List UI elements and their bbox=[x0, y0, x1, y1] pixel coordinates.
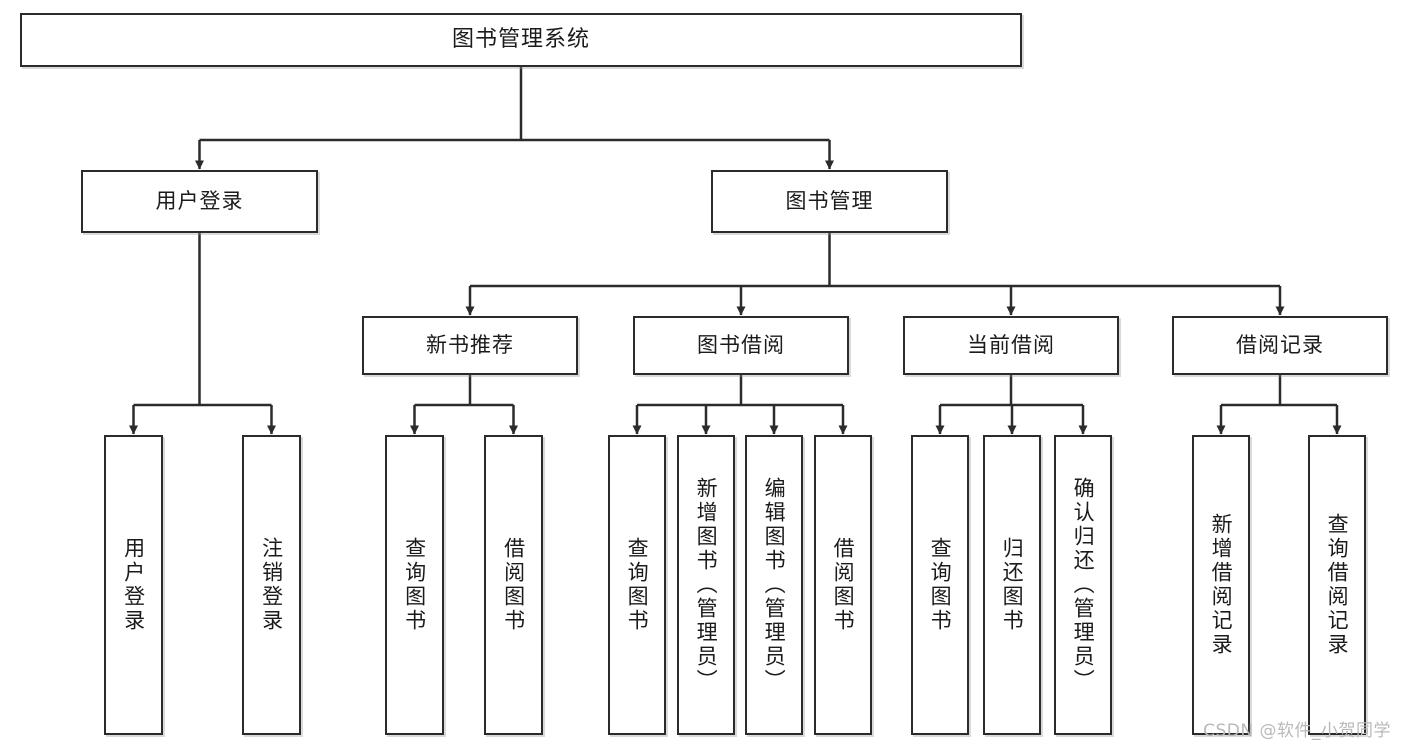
node-leaf-borrow-book-2[interactable]: 借阅图书 bbox=[814, 435, 872, 735]
node-leaf-user-login[interactable]: 用户登录 bbox=[104, 435, 163, 735]
node-label: 编辑图书（管理员） bbox=[762, 477, 787, 693]
node-label: 借阅图书 bbox=[501, 537, 526, 633]
node-label: 用户登录 bbox=[121, 537, 146, 633]
node-label: 用户登录 bbox=[155, 189, 244, 214]
node-user-login[interactable]: 用户登录 bbox=[81, 170, 318, 233]
node-label: 借阅记录 bbox=[1236, 333, 1324, 358]
watermark-text: CSDN @软件_小贺同学 bbox=[1203, 721, 1391, 741]
node-label: 归还图书 bbox=[1000, 537, 1025, 633]
edge-group bbox=[129, 67, 1342, 435]
node-label: 新增借阅记录 bbox=[1209, 513, 1234, 657]
node-leaf-confirm-return[interactable]: 确认归还（管理员） bbox=[1054, 435, 1112, 735]
node-label: 当前借阅 bbox=[967, 333, 1055, 358]
node-leaf-add-book[interactable]: 新增图书（管理员） bbox=[677, 435, 735, 735]
node-leaf-edit-book[interactable]: 编辑图书（管理员） bbox=[745, 435, 803, 735]
node-leaf-query-record[interactable]: 查询借阅记录 bbox=[1308, 435, 1366, 735]
node-label: 注销登录 bbox=[259, 537, 284, 633]
node-label: 图书管理 bbox=[785, 189, 874, 214]
node-book-borrow[interactable]: 图书借阅 bbox=[633, 316, 849, 375]
node-current-borrow[interactable]: 当前借阅 bbox=[903, 316, 1119, 375]
node-label: 查询图书 bbox=[402, 537, 427, 633]
node-leaf-user-logout[interactable]: 注销登录 bbox=[242, 435, 301, 735]
node-label: 查询借阅记录 bbox=[1325, 513, 1350, 657]
node-leaf-borrow-book-1[interactable]: 借阅图书 bbox=[484, 435, 543, 735]
node-root[interactable]: 图书管理系统 bbox=[20, 13, 1022, 67]
node-label: 借阅图书 bbox=[831, 537, 856, 633]
node-leaf-query-book-1[interactable]: 查询图书 bbox=[385, 435, 444, 735]
node-new-book-rec[interactable]: 新书推荐 bbox=[362, 316, 578, 375]
node-label: 新书推荐 bbox=[426, 333, 514, 358]
node-leaf-query-book-3[interactable]: 查询图书 bbox=[911, 435, 969, 735]
node-borrow-record[interactable]: 借阅记录 bbox=[1172, 316, 1388, 375]
node-label: 查询图书 bbox=[928, 537, 953, 633]
node-leaf-return-book[interactable]: 归还图书 bbox=[983, 435, 1041, 735]
node-leaf-query-book-2[interactable]: 查询图书 bbox=[608, 435, 666, 735]
node-leaf-add-record[interactable]: 新增借阅记录 bbox=[1192, 435, 1250, 735]
node-label: 图书借阅 bbox=[697, 333, 785, 358]
node-label: 查询图书 bbox=[625, 537, 650, 633]
node-label: 确认归还（管理员） bbox=[1071, 477, 1096, 693]
node-label: 新增图书（管理员） bbox=[694, 477, 719, 693]
node-label: 图书管理系统 bbox=[451, 27, 590, 53]
node-book-manage[interactable]: 图书管理 bbox=[711, 170, 948, 233]
